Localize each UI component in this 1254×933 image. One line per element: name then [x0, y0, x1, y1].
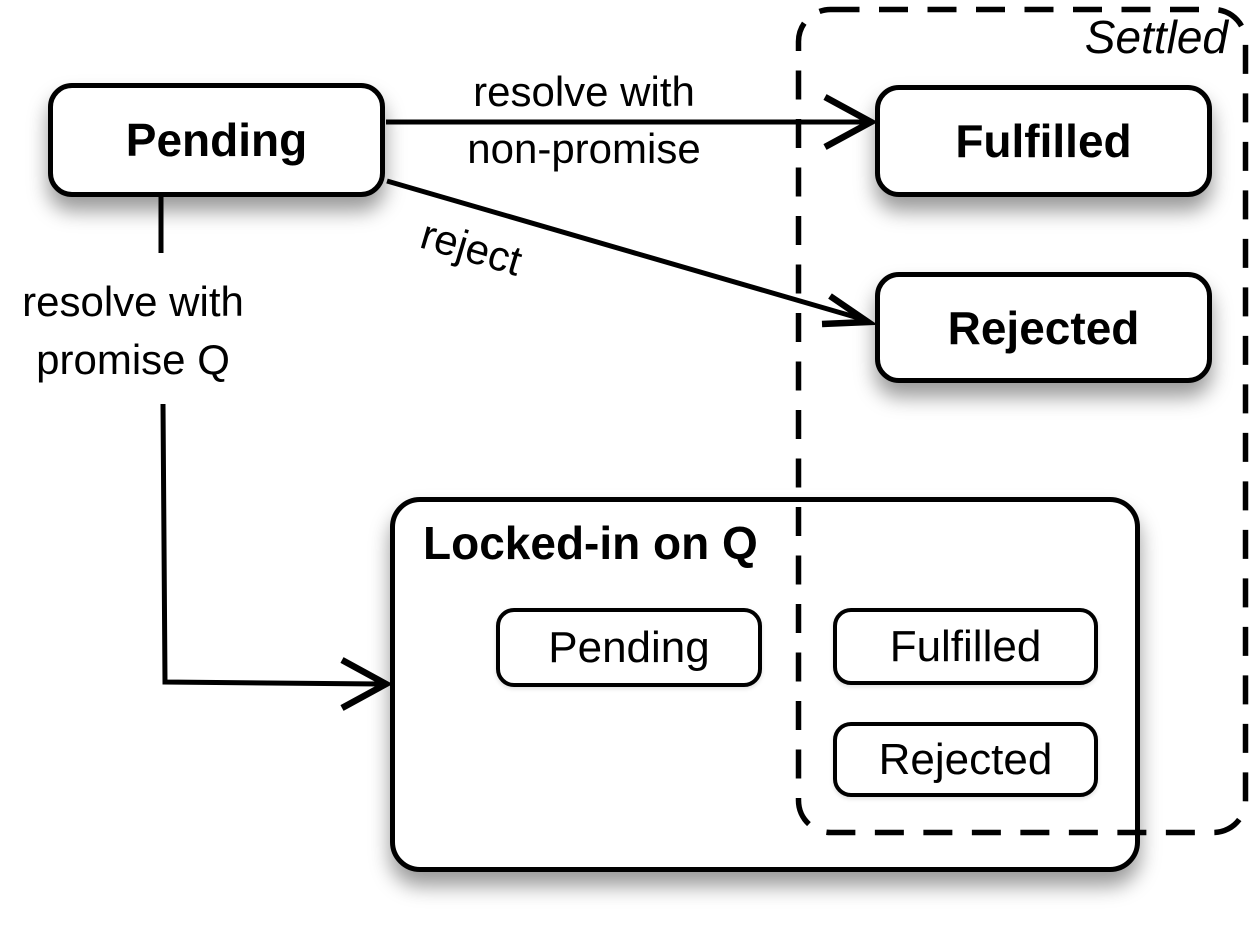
arrow-reject	[386, 178, 878, 328]
arrow-resolve-promise	[158, 197, 393, 711]
locked-in-fulfilled-label: Fulfilled	[889, 621, 1042, 671]
label-resolve-promise: resolve with promise Q	[0, 273, 269, 389]
state-fulfilled-label: Fulfilled	[955, 115, 1132, 167]
label-resolve-non-promise-line1: resolve with	[473, 68, 695, 115]
locked-in-title: Locked-in on Q	[423, 517, 758, 569]
arrow-resolve-non-promise	[386, 94, 878, 150]
locked-in-pending-box: Pending	[496, 608, 762, 687]
arrowhead-diagonal-icon	[821, 293, 878, 328]
label-resolve-promise-line2: promise Q	[36, 336, 230, 383]
settled-group-label: Settled	[1084, 11, 1228, 63]
state-pending-label: Pending	[125, 114, 308, 166]
locked-in-rejected-label: Rejected	[878, 734, 1053, 784]
locked-in-pending-label: Pending	[548, 622, 710, 672]
state-rejected-label: Rejected	[947, 301, 1140, 354]
state-pending-box: Pending	[48, 83, 385, 197]
locked-in-rejected-box: Rejected	[833, 722, 1098, 797]
arrowhead-down-right-icon	[340, 657, 393, 711]
state-rejected-box: Rejected	[875, 272, 1212, 383]
state-fulfilled-box: Fulfilled	[875, 85, 1212, 197]
label-resolve-promise-line1: resolve with	[22, 278, 244, 325]
label-resolve-non-promise-line2: non-promise	[467, 125, 701, 172]
label-resolve-non-promise: resolve with non-promise	[414, 63, 754, 177]
settled-dashed-border	[795, 6, 1249, 836]
arrowhead-right-icon	[823, 94, 878, 150]
locked-in-fulfilled-box: Fulfilled	[833, 608, 1098, 685]
